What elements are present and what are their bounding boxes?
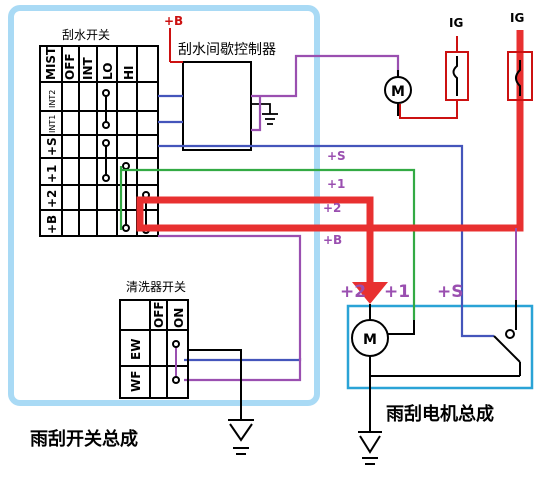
controller-title: 刮水间歇控制器 <box>178 42 276 58</box>
wiper-switch-title: 刮水开关 <box>62 28 110 42</box>
red-main-wire <box>136 30 524 286</box>
washer-switch-contacts <box>172 340 180 384</box>
washer-position-on: ON <box>172 308 186 328</box>
wire-labels: +S +1 +2 +B <box>323 149 346 247</box>
wiper-motor-icon <box>351 304 520 432</box>
switch-assembly-box <box>8 5 320 406</box>
ig-label-left: IG <box>449 16 463 30</box>
motor-assembly-label: 雨刮电机总成 <box>386 403 494 425</box>
controller-ground-icon <box>251 103 278 125</box>
terminal-int2: INT2 <box>48 90 57 108</box>
wiper-switch-terminal-labels: INT2 INT1 +S +1 +2 +B <box>45 90 59 234</box>
motor-terminal-plus-2: +2 <box>340 282 366 302</box>
position-lo: LO <box>101 63 115 80</box>
black-wire-plus1 <box>394 320 415 335</box>
terminal-plus-b: +B <box>45 215 59 234</box>
wiper-switch-position-labels: MIST OFF INT LO HI <box>44 46 136 80</box>
motor-terminal-plus-s: +S <box>437 282 464 302</box>
wiper-switch-contacts <box>102 89 150 234</box>
top-motor-label: M <box>391 84 405 100</box>
position-off: OFF <box>63 53 77 80</box>
washer-switch-labels: OFF ON EW WF <box>129 301 186 392</box>
park-switch-icon <box>493 300 521 376</box>
controller-supply-label: +B <box>164 14 183 28</box>
wire-label-plus-s: +S <box>327 149 346 163</box>
terminal-plus-1: +1 <box>45 165 59 183</box>
top-motor-icon <box>384 70 412 116</box>
terminal-plus-2: +2 <box>45 190 59 208</box>
wire-label-plus-2: +2 <box>323 201 341 215</box>
wiper-motor-label: M <box>363 332 377 348</box>
position-int: INT <box>81 56 95 80</box>
motor-ground-icon <box>358 431 382 465</box>
washer-terminal-wf: WF <box>129 371 143 392</box>
wiper-switch-grid <box>39 45 159 237</box>
washer-terminal-ew: EW <box>129 339 143 360</box>
switch-assembly-label: 雨刮开关总成 <box>30 428 138 450</box>
wire-label-plus-1: +1 <box>327 177 345 191</box>
motor-terminal-plus-1: +1 <box>384 282 410 302</box>
washer-ground-icon <box>228 419 254 455</box>
motor-terminal-labels: +2 +1 +S <box>340 282 464 302</box>
ig-fuse-left <box>399 36 469 119</box>
ig-label-right: IG <box>510 11 524 25</box>
position-hi: HI <box>122 65 136 80</box>
green-wire <box>119 166 416 320</box>
position-mist: MIST <box>44 46 58 80</box>
terminal-plus-s: +S <box>45 137 59 156</box>
intermittent-controller-box <box>182 61 252 151</box>
red-arrow-icon <box>352 282 388 304</box>
wire-label-plus-b: +B <box>323 233 342 247</box>
terminal-int1: INT1 <box>48 115 57 133</box>
motor-assembly-box <box>346 304 534 390</box>
washer-black-wire <box>188 349 242 420</box>
ig-fuse-right <box>507 51 533 101</box>
washer-switch-title: 清洗器开关 <box>126 280 186 294</box>
washer-position-off: OFF <box>152 301 166 328</box>
